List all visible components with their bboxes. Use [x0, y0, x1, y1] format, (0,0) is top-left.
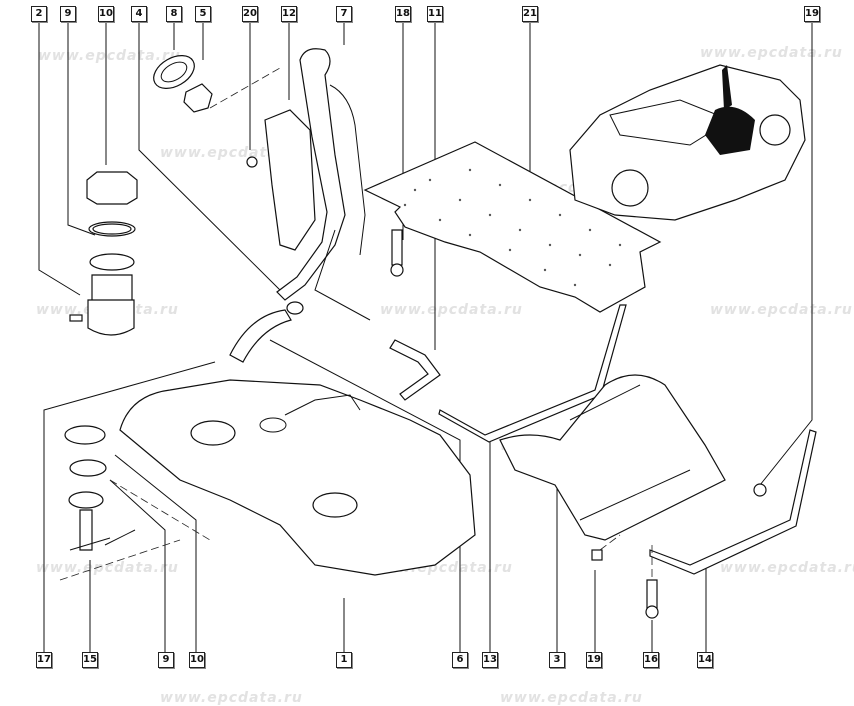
callout-19[interactable]: 19: [804, 6, 820, 22]
fuel-level-sender: [59, 425, 211, 581]
tank-heat-shield: [499, 374, 726, 541]
callout-17[interactable]: 17: [36, 652, 52, 668]
callout-6[interactable]: 6: [452, 652, 468, 668]
callout-1[interactable]: 1: [336, 652, 352, 668]
callout-5[interactable]: 5: [195, 6, 211, 22]
callout-12[interactable]: 12: [281, 6, 297, 22]
callout-2[interactable]: 2: [31, 6, 47, 22]
fuel-pump-module: [69, 171, 138, 336]
floor-insulation-panel: [363, 141, 662, 313]
callout-16[interactable]: 16: [643, 652, 659, 668]
fuel-tank: [119, 379, 476, 576]
callout-14[interactable]: 14: [697, 652, 713, 668]
callout-13[interactable]: 13: [482, 652, 498, 668]
callout-11[interactable]: 11: [427, 6, 443, 22]
filler-flap-and-cap: [153, 55, 281, 113]
callout-20[interactable]: 20: [242, 6, 258, 22]
filler-neck: [264, 48, 371, 321]
callout-21[interactable]: 21: [522, 6, 538, 22]
fasteners-top: [246, 156, 404, 277]
vent-pipe: [389, 339, 441, 401]
callout-4[interactable]: 4: [131, 6, 147, 22]
callout-18[interactable]: 18: [395, 6, 411, 22]
callout-3[interactable]: 3: [549, 652, 565, 668]
vehicle-location-thumbnail: [569, 64, 806, 221]
small-fasteners-bottom: [591, 483, 767, 619]
callout-7[interactable]: 7: [336, 6, 352, 22]
callout-9-bottom[interactable]: 9: [158, 652, 174, 668]
callout-15[interactable]: 15: [82, 652, 98, 668]
callout-9[interactable]: 9: [60, 6, 76, 22]
callout-10-bottom[interactable]: 10: [189, 652, 205, 668]
hose-and-clamp: [229, 301, 304, 363]
leader-lines: [38, 22, 813, 652]
tank-straps: [438, 304, 817, 575]
callout-8[interactable]: 8: [166, 6, 182, 22]
callout-10[interactable]: 10: [98, 6, 114, 22]
callout-19-bottom[interactable]: 19: [586, 652, 602, 668]
